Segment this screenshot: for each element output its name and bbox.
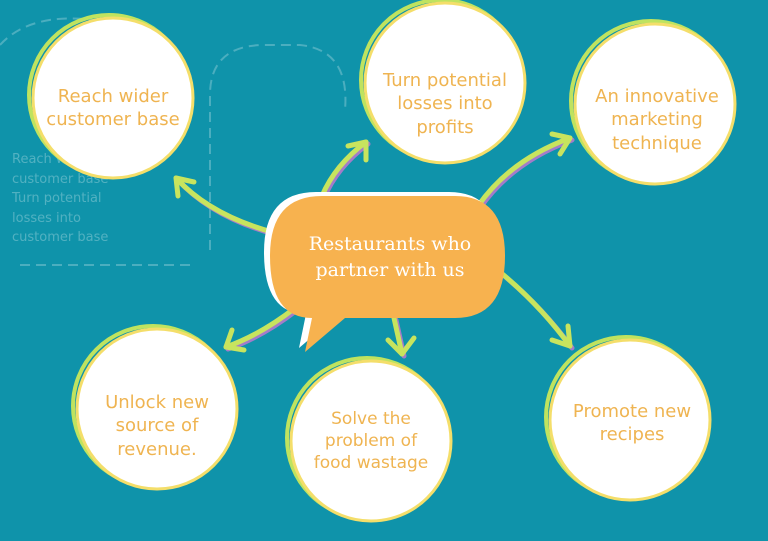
faint-background-text: Reach wider customer base Turn potential… bbox=[12, 152, 109, 245]
node-circle-marketing bbox=[569, 19, 737, 186]
node-circle-revenue bbox=[71, 324, 239, 491]
node-circle-recipes bbox=[544, 335, 712, 502]
arrow-to-recipes bbox=[497, 269, 575, 351]
node-circle-losses bbox=[359, 0, 527, 165]
arrow-to-reach bbox=[173, 175, 277, 237]
node-circle-reach bbox=[27, 13, 195, 180]
node-label-revenue: Unlock new source of revenue. bbox=[105, 391, 209, 460]
node-label-reach: Reach wider customer base bbox=[46, 85, 180, 130]
center-text: Restaurants who partner with us bbox=[308, 233, 472, 281]
arrow-to-wastage bbox=[385, 315, 417, 359]
node-label-recipes: Promote new recipes bbox=[572, 400, 692, 445]
node-label-wastage: Solve the problem of food wastage bbox=[313, 408, 429, 474]
arrow-to-losses bbox=[319, 139, 371, 201]
arrow-to-revenue bbox=[223, 305, 300, 353]
center-speech-bubble bbox=[264, 192, 505, 352]
node-label-losses: Turn potential losses into profits bbox=[383, 69, 507, 138]
node-label-marketing: An innovative marketing technique bbox=[595, 85, 719, 154]
node-circle-wastage bbox=[285, 356, 453, 523]
arrow-to-marketing bbox=[475, 131, 575, 211]
